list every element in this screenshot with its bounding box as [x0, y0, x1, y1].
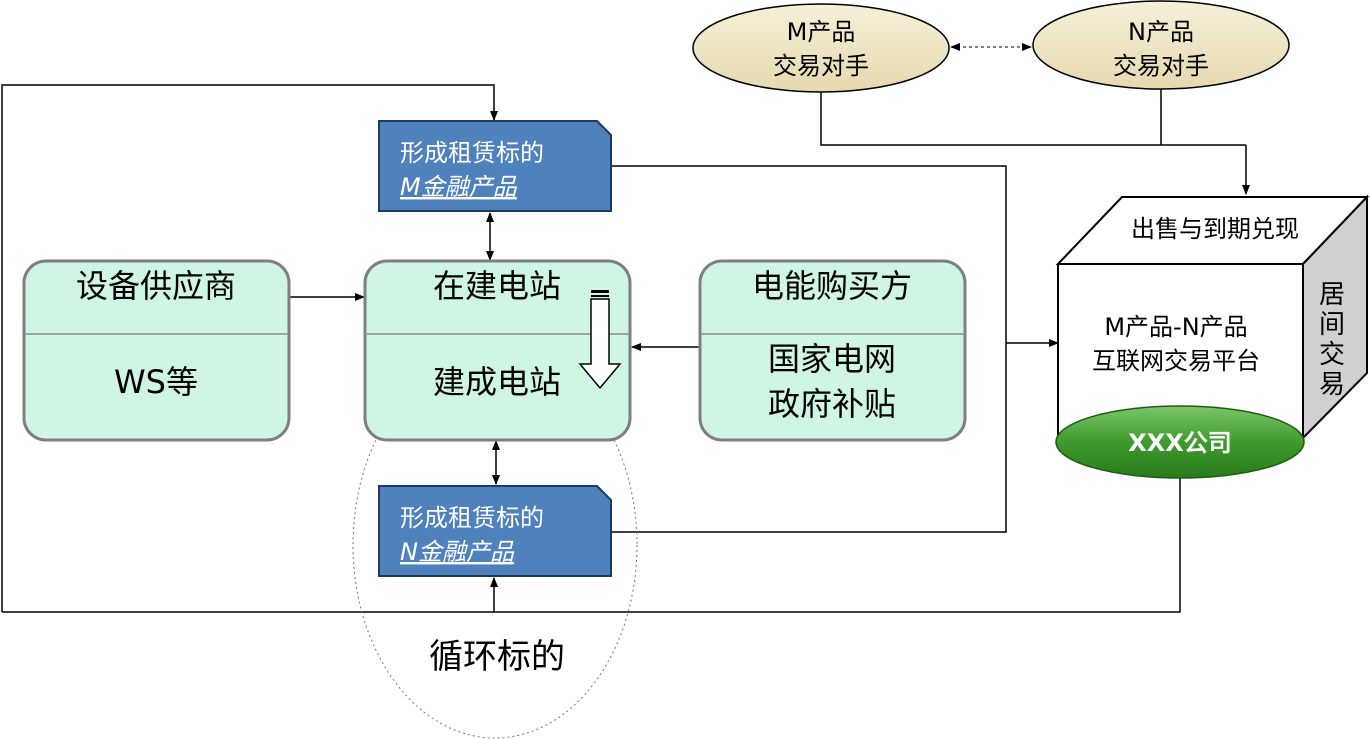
cycle-ellipse — [352, 351, 638, 739]
company-badge — [1055, 405, 1305, 479]
platform-top-label: 出售与到期兑现 — [1131, 215, 1299, 243]
supplier-box: 设备供应商 WS等 — [22, 259, 291, 442]
n-counterparty: N产品 交易对手 — [1032, 0, 1290, 90]
supplier-title: 设备供应商 — [76, 267, 236, 305]
buyer-state-grid: 国家电网 — [768, 340, 896, 378]
n-financial-product: 形成租赁标的 N金融产品 — [378, 485, 612, 577]
m-product-line1: 形成租赁标的 — [400, 139, 544, 167]
m-counterparty-line1: M产品 — [787, 18, 856, 46]
m-counterparty-line2: 交易对手 — [773, 52, 869, 80]
station-completed: 建成电站 — [433, 363, 561, 401]
n-counterparty-line2: 交易对手 — [1113, 52, 1209, 80]
buyer-subsidy: 政府补贴 — [768, 385, 896, 423]
m-financial-product: 形成租赁标的 M金融产品 — [378, 120, 612, 212]
m-counterparty: M产品 交易对手 — [692, 3, 950, 93]
trading-platform-cube: 出售与到期兑现 M产品-N产品 互联网交易平台 居 间 交 易 XXX公司 — [1055, 194, 1370, 479]
m-product-line2: M金融产品 — [400, 173, 518, 201]
platform-name-line1: M产品-N产品 — [1104, 313, 1247, 341]
brokerage-char-3: 交 — [1319, 340, 1345, 370]
company-name: XXX公司 — [1128, 429, 1232, 457]
construction-progress-arrow — [578, 290, 622, 390]
supplier-detail: WS等 — [114, 363, 198, 401]
n-counterparty-line1: N产品 — [1128, 18, 1194, 46]
line-m-counterparty — [820, 92, 1246, 146]
station-box: 在建电站 建成电站 — [363, 259, 632, 442]
brokerage-char-2: 间 — [1319, 310, 1345, 340]
station-under-construction: 在建电站 — [433, 267, 561, 305]
platform-name-line2: 互联网交易平台 — [1092, 347, 1260, 375]
line-m-product-to-platform — [612, 165, 1007, 533]
loop-line-bottom — [2, 478, 1181, 613]
n-product-line1: 形成租赁标的 — [400, 504, 544, 532]
brokerage-char-1: 居 — [1319, 280, 1345, 310]
loop-line-top — [1, 84, 498, 612]
n-product-line2: N金融产品 — [400, 538, 515, 566]
cycle-label: 循环标的 — [429, 637, 565, 677]
buyer-title: 电能购买方 — [752, 267, 912, 305]
buyer-box: 电能购买方 国家电网 政府补贴 — [698, 259, 967, 442]
brokerage-char-4: 易 — [1319, 370, 1345, 400]
